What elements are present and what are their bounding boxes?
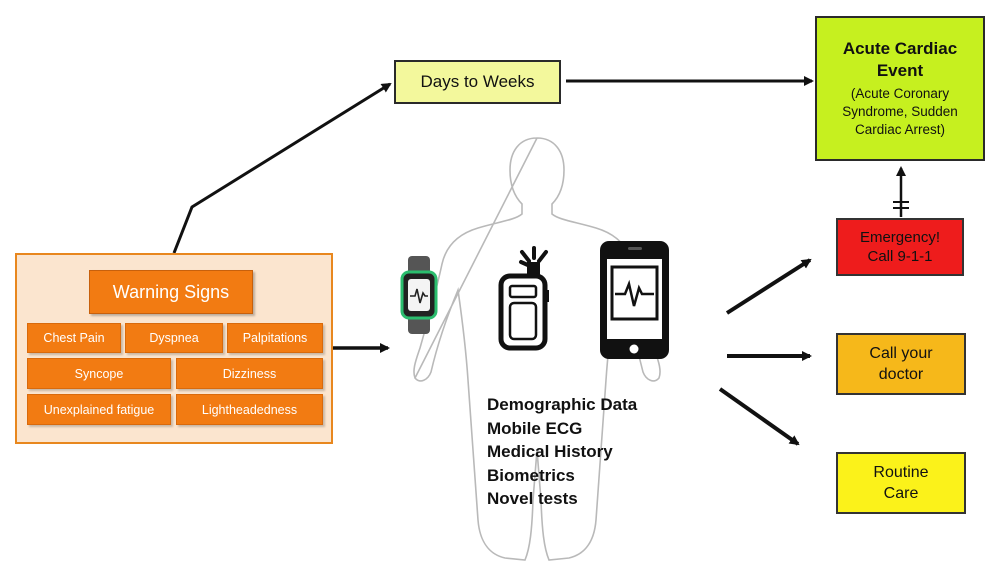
smartwatch-ecg-icon	[400, 256, 438, 334]
acute-event-title-line: Acute Cardiac	[842, 39, 958, 58]
acute-event-subtitle: (Acute Coronary Syndrome, Sudden Cardiac…	[842, 85, 958, 139]
chip-dizziness: Dizziness	[176, 358, 323, 389]
warning-to-days-arrow	[172, 82, 392, 254]
handheld-ecg-device-icon	[498, 246, 549, 351]
routine-care-box: Routine Care	[836, 452, 966, 514]
call-doctor-line: Call your	[869, 345, 933, 362]
days-to-weeks-box: Days to Weeks	[394, 60, 561, 104]
chip-palpitations: Palpitations	[227, 323, 323, 353]
data-input-item: Demographic Data	[487, 395, 638, 414]
acute-cardiac-event-box: Acute Cardiac Event (Acute Coronary Synd…	[815, 16, 985, 161]
emergency-line: Call 9-1-1	[867, 248, 933, 265]
routine-care-line: Care	[883, 485, 919, 502]
chip-chest-pain: Chest Pain	[27, 323, 121, 353]
data-input-item: Novel tests	[487, 489, 578, 508]
chip-unexplained-fatigue: Unexplained fatigue	[27, 394, 171, 425]
acute-event-title-line: Event	[876, 61, 924, 80]
emergency-line: Emergency!	[859, 229, 941, 246]
call-doctor-line: doctor	[878, 366, 924, 383]
body-outline-icon	[413, 137, 661, 561]
data-input-item: Biometrics	[487, 465, 575, 485]
data-input-item: Medical History	[487, 442, 613, 461]
routine-care-line: Routine	[873, 464, 929, 481]
data-input-item: Mobile ECG	[487, 418, 583, 438]
call-doctor-box: Call your doctor	[836, 333, 966, 395]
chip-syncope: Syncope	[27, 358, 171, 389]
data-inputs-list: Demographic Data Mobile ECG Medical Hist…	[487, 393, 717, 511]
to-routine-arrow	[718, 387, 800, 446]
warning-signs-title: Warning Signs	[89, 270, 253, 314]
emergency-box: Emergency! Call 9-1-1	[836, 218, 964, 276]
acute-event-subtitle-line: Cardiac Arrest)	[854, 122, 945, 137]
to-emergency-arrow	[725, 258, 812, 315]
acute-event-subtitle-line: Syndrome, Sudden	[842, 104, 958, 119]
smartphone-ecg-icon	[600, 241, 669, 359]
chip-lightheadedness: Lightheadedness	[176, 394, 323, 425]
acute-event-subtitle-line: (Acute Coronary	[850, 86, 950, 101]
chip-dyspnea: Dyspnea	[125, 323, 223, 353]
